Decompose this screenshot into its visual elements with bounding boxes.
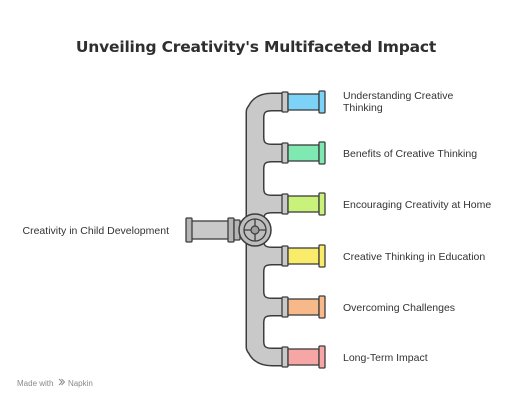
pipe-fill-elbow	[247, 340, 284, 365]
center-label: Creativity in Child Development	[23, 225, 170, 237]
feeder-flange	[227, 217, 235, 243]
pipe-fill-elbow	[247, 290, 284, 324]
pipe-fill-elbow	[247, 94, 284, 119]
branch-3-flange-left	[281, 193, 289, 215]
branch-4-pipe	[287, 247, 320, 265]
hub-center	[250, 225, 260, 235]
branch-2-flange-right	[318, 141, 326, 165]
branch-6-pipe	[287, 348, 320, 366]
branch-1-flange-right	[318, 90, 326, 114]
branch-3-pipe	[287, 195, 320, 213]
branch-1-label: Thinking	[343, 102, 383, 114]
branch-4-label: Creative Thinking in Education	[343, 251, 485, 263]
branch-5-flange-right	[318, 295, 326, 319]
branch-3-label: Encouraging Creativity at Home	[343, 199, 491, 211]
branch-1-pipe	[287, 93, 320, 111]
branch-2-flange-left	[281, 142, 289, 164]
branch-5-flange-left	[281, 296, 289, 318]
branch-5-label: Overcoming Challenges	[343, 302, 455, 314]
branch-4-flange-right	[318, 244, 326, 268]
branch-6-label: Long-Term Impact	[343, 352, 428, 364]
branch-3-flange-right	[318, 192, 326, 216]
feeder-pipe	[187, 220, 233, 240]
branch-1-label: Understanding Creative	[343, 90, 453, 102]
footer-brand: Napkin	[67, 379, 93, 388]
footer-credit: Made with Napkin	[17, 378, 93, 388]
branch-1-flange-left	[281, 91, 289, 113]
branch-2-pipe	[287, 144, 320, 162]
branch-6-flange-left	[281, 346, 289, 368]
pipe-fill-elbow	[247, 136, 284, 170]
napkin-logo-icon	[58, 378, 65, 388]
feeder-end-flange	[185, 217, 193, 243]
footer-prefix: Made with	[17, 379, 54, 388]
branch-4-flange-left	[281, 245, 289, 267]
branch-6-flange-right	[318, 345, 326, 369]
diagram-title: Unveiling Creativity's Multifaceted Impa…	[75, 38, 437, 56]
branch-2-label: Benefits of Creative Thinking	[343, 148, 477, 160]
branch-5-pipe	[287, 298, 320, 316]
